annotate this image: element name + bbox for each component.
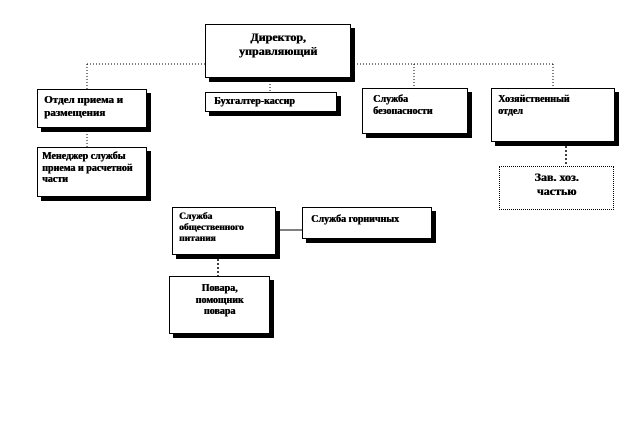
catering-label: Служба общественного питания [179,212,244,244]
accountant-label: Бухгалтер-кассир [214,96,295,107]
director-box: Директор, управляющий [205,24,351,78]
reception-manager-box: Менеджер службы приема и расчетной части [37,147,147,197]
director-label: Директор, управляющий [238,30,318,58]
reception-dept-box: Отдел приема и размещения [37,89,147,128]
reception-manager-label: Менеджер службы приема и расчетной части [42,151,133,185]
housekeeping-label: Служба горничных [311,214,399,225]
accountant-box: Бухгалтер-кассир [205,92,337,112]
housekeeping-box: Служба горничных [302,207,432,239]
household-dept-box: Хозяйственный отдел [491,88,615,142]
household-head-box: Зав. хоз. частью [499,166,614,210]
cooks-box: Повара, помощник повара [169,276,270,334]
cooks-label: Повара, помощник повара [195,283,244,317]
reception-dept-label: Отдел приема и размещения [44,94,123,119]
security-box: Служба безопасности [362,88,468,134]
household-head-label: Зав. хоз. частью [534,170,579,198]
catering-box: Служба общественного питания [172,207,276,255]
household-dept-label: Хозяйственный отдел [498,94,570,117]
security-label: Служба безопасности [373,94,433,117]
